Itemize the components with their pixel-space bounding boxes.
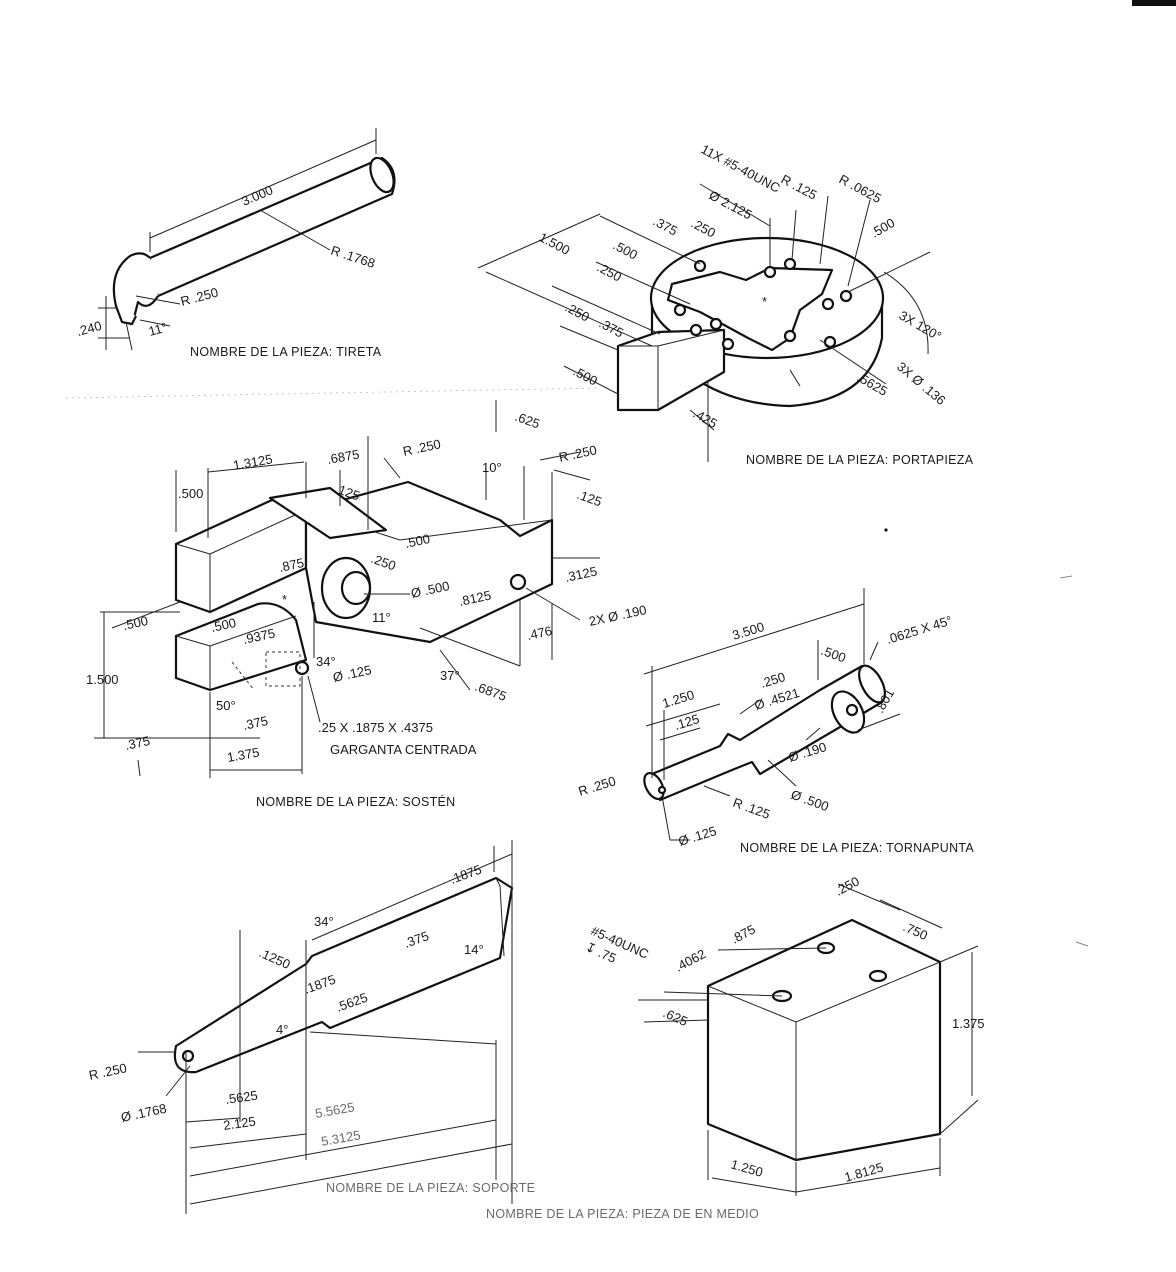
soston-dim-ang37: 37° (440, 668, 460, 683)
soston-dim-500t: .500 (178, 486, 203, 501)
soston-dim-8125: .8125 (458, 587, 493, 608)
soston-dim-375b: .375 (124, 733, 152, 753)
soston-dim-ang10: 10° (482, 460, 502, 475)
soston-dim-875: .875 (278, 555, 306, 575)
soporte-dim-ang14: 14° (464, 942, 484, 957)
portapieza-holes (673, 257, 853, 351)
soston-dim-1500: 1.500 (86, 672, 119, 687)
tornapunta-caption: NOMBRE DE LA PIEZA: TORNAPUNTA (740, 841, 974, 855)
soporte-dim-ang4: 4° (276, 1022, 288, 1037)
soporte-dim-5625c: 5.5625 (314, 1099, 356, 1121)
soporte-dim-5625b: .5625 (224, 1088, 258, 1107)
soston-dim-9375: .9375 (242, 625, 277, 646)
soston-dim-500m: .500 (404, 531, 432, 551)
enmedio-caption: NOMBRE DE LA PIEZA: PIEZA DE EN MEDIO (486, 1207, 759, 1221)
part-tireta: 3.000 R .1768 R .250 .240 11° NOMBRE DE … (75, 128, 396, 359)
part-soporte: .1875 34° .1250 .375 14° .1875 .5625 4° … (88, 840, 535, 1214)
soston-dim-500s: .500 (210, 615, 238, 635)
soston-dim-6875: .6875 (326, 447, 361, 467)
tornapunta-dim-250: .250 (758, 669, 787, 691)
soston-dim-ang50: 50° (216, 698, 236, 713)
soston-dim-ang11: 11° (372, 610, 391, 625)
soston-dim-476: .476 (526, 623, 554, 643)
soston-dim-ang34: 34° (316, 654, 336, 669)
soston-caption: NOMBRE DE LA PIEZA: SOSTÉN (256, 794, 456, 809)
soston-dim-500l: .500 (122, 613, 150, 633)
soston-dim-groove1: .25 X .1875 X .4375 (318, 720, 433, 735)
part-soston: * .500 1.3125 .6875 .125 R .25 (86, 400, 648, 809)
soston-dim-1375: 1.375 (226, 745, 261, 765)
tireta-dim-angle: 11° (147, 320, 169, 339)
soston-dim-3125: .3125 (564, 563, 599, 584)
soporte-caption: NOMBRE DE LA PIEZA: SOPORTE (326, 1181, 535, 1195)
soston-dim-groove2: GARGANTA CENTRADA (330, 742, 477, 757)
soston-dim-13125: 1.3125 (232, 451, 274, 473)
portapieza-caption: NOMBRE DE LA PIEZA: PORTAPIEZA (746, 453, 974, 467)
tireta-caption: NOMBRE DE LA PIEZA: TIRETA (190, 345, 382, 359)
soston-dim-375a: .375 (242, 713, 270, 733)
tireta-dim-height: .240 (75, 318, 103, 339)
svg-text:*: * (282, 592, 287, 607)
soporte-dim-2125: 2.125 (222, 1114, 256, 1133)
tornapunta-dim-125: .125 (672, 711, 701, 733)
enmedio-dim-1375: 1.375 (952, 1016, 985, 1031)
svg-text:*: * (762, 294, 767, 309)
soporte-dim-ang34: 34° (314, 914, 334, 929)
soporte-dim-53125: 5.3125 (320, 1127, 362, 1149)
